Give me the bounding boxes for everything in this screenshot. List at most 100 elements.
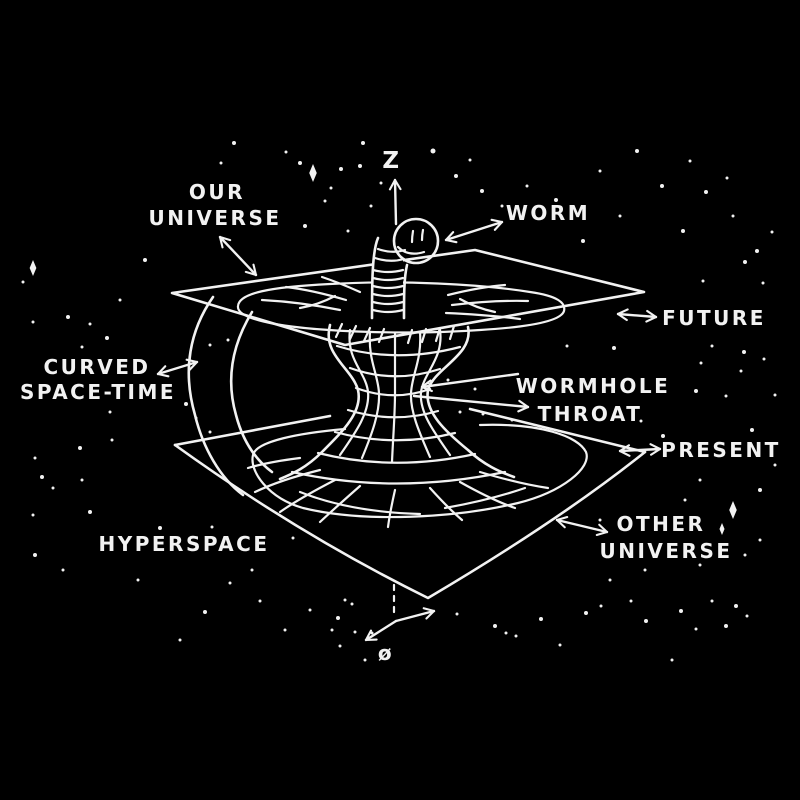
star-dot [661,434,665,438]
starfield [21,141,777,662]
star-dot [710,599,714,603]
star-dot [644,619,648,623]
star-dot [683,498,687,502]
star-dot [468,158,472,162]
star-dot [504,631,508,635]
star-dot [458,410,462,414]
star-dot [339,167,343,171]
star-dot [21,280,25,284]
star-dot [430,148,436,154]
star-dot [704,190,708,194]
star-dot [745,614,749,618]
star-dot [226,338,230,342]
star-dot [298,161,302,165]
star-dot [660,184,664,188]
label-curved-space-time-line2: SPACE-TIME [20,380,176,404]
funnel-right-edge [426,325,516,479]
star-dot [525,184,529,188]
star-dot [346,229,350,233]
star-dot [338,644,342,648]
star-dot [33,553,37,557]
star-dot [208,430,212,434]
star-dot [554,198,558,202]
star-dot [618,214,622,218]
sheet-outer-curve [187,295,245,497]
star-dot [612,346,616,350]
star-dot [31,320,35,324]
star-dot [31,513,35,517]
star-dot [80,478,84,482]
star-dot [143,258,147,262]
star-dot [110,438,114,442]
star-dot [493,624,497,628]
star-dot [710,344,714,348]
star-dot [679,609,683,613]
arrow-our-universe [218,235,258,277]
star-dot [80,345,84,349]
star-dot [643,568,647,572]
diamond-star [309,164,317,182]
star-dot [250,568,254,572]
star-dot [539,617,543,621]
worm-smile [396,245,426,255]
star-dot [108,410,112,414]
star-dot [284,150,288,154]
star-dot [232,141,236,145]
label-wormhole-throat-line2: THROAT [538,402,643,426]
star-dot [742,350,746,354]
star-dot [762,357,766,361]
star-dot [330,628,334,632]
arrow-present [618,443,662,457]
worm-eye-left [410,229,415,244]
star-dot [755,249,759,253]
star-dot [725,176,729,180]
star-dot [283,628,287,632]
star-dot [350,602,354,606]
star-dot [514,634,518,638]
label-hyperspace: HYPERSPACE [99,532,270,556]
star-dot [629,599,633,603]
star-dot [750,428,754,432]
star-dot [739,369,743,373]
label-present: PRESENT [661,438,781,462]
z-axis-label: Z [382,148,401,174]
star-dot [210,525,214,529]
lower-plane-inner-rim [251,423,588,519]
star-dot [584,611,588,615]
callout-arrows [156,218,662,537]
worm-body-stripes [371,247,407,314]
label-wormhole-throat-line1: WORMHOLE [516,374,671,398]
star-dot [699,361,703,365]
arrow-wormhole-throat-lower [412,394,530,413]
arrow-other-universe [555,515,609,537]
star-dot [446,378,450,382]
worm-eye-right [420,228,425,242]
star-dot [329,186,333,190]
star-dot [480,189,484,193]
star-dot [88,510,92,514]
star-dot [500,204,504,208]
star-dot [370,631,374,635]
star-dot [361,141,365,145]
star-dot [358,164,362,168]
star-dot [581,239,585,243]
star-dot [635,149,639,153]
lower-plane [173,407,647,600]
star-dot [208,343,212,347]
star-dot [734,604,738,608]
star-dot [323,199,327,203]
star-dot [353,630,357,634]
curved-spacetime-sheet [187,295,274,497]
star-dot [118,298,122,302]
arrow-future [616,308,658,323]
star-dot [343,598,347,602]
star-dot [363,658,367,662]
diamond-star [729,501,737,519]
origin-axes: ø [364,583,436,665]
z-axis-arrow [388,178,402,226]
star-dot [33,456,37,460]
star-dot [40,475,44,479]
star-dot [598,169,602,173]
label-future: FUTURE [662,306,766,330]
